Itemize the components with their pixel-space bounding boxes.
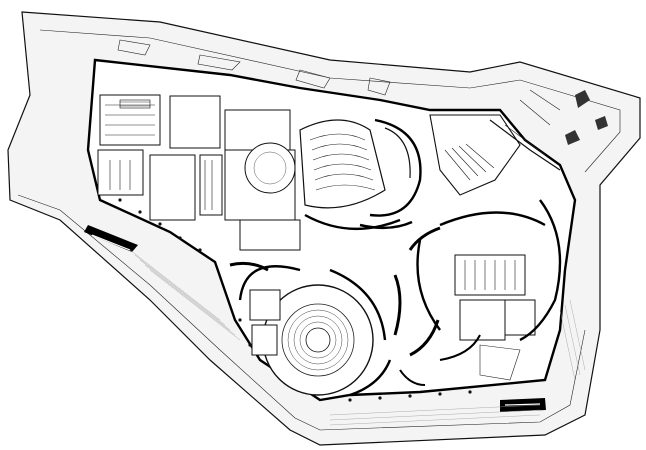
curved-blade-walls [229,220,481,386]
entrance-ramps [84,225,586,426]
upper-auditorium [299,118,422,231]
upper-right-wing [429,114,561,196]
right-auditorium [416,199,562,381]
site-landscape-elements [117,39,608,145]
structural-columns [118,198,472,402]
central-circular-hall [244,142,296,194]
lower-round-auditorium [238,265,392,397]
